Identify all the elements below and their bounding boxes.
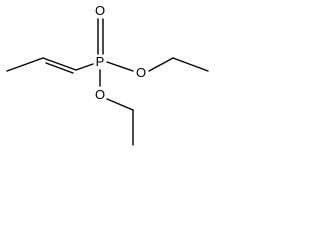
bond-vinyl-double <box>42 57 77 71</box>
bond-vinyl-double-inner <box>45 62 74 74</box>
bond-ch2-ch3-upper <box>172 57 209 72</box>
structure-diagram: P O O O <box>6 3 209 146</box>
atom-oxygen-double: O <box>95 3 105 18</box>
bond-o-ch2-lower <box>106 98 134 111</box>
bond-methyl-vinyl <box>6 57 44 72</box>
bond-o-ch2-upper <box>148 57 174 72</box>
bond-p-o-upper <box>106 61 134 72</box>
atom-phosphorus: P <box>96 54 105 69</box>
atom-oxygen-ester-upper: O <box>136 65 146 80</box>
bond-vinyl-phosphorus <box>75 63 94 71</box>
atom-oxygen-ester-lower: O <box>95 87 105 102</box>
